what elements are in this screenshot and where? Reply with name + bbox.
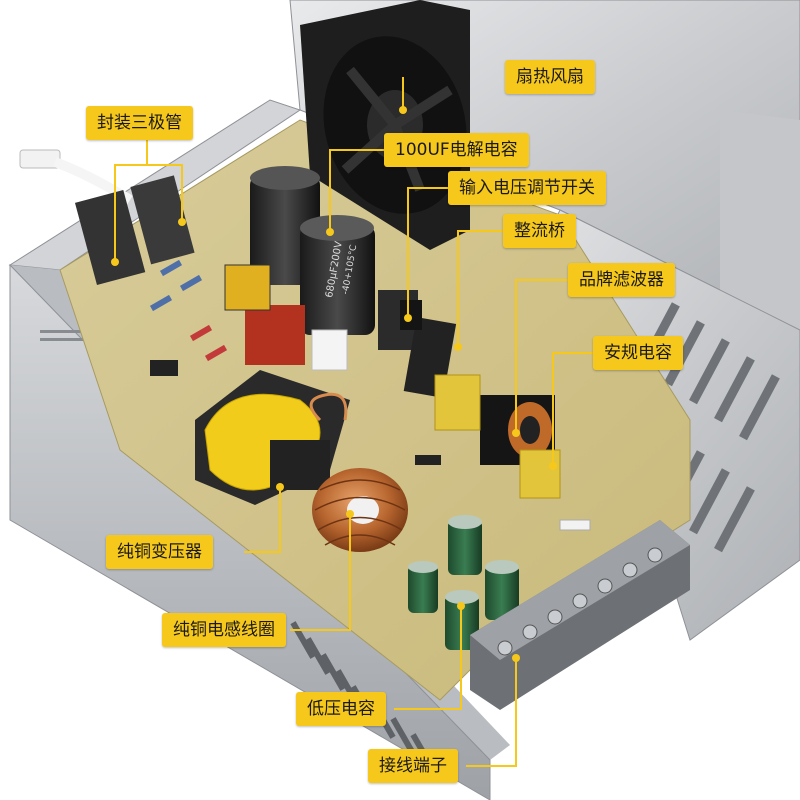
label-brand-filter: 品牌滤波器 <box>568 263 675 297</box>
terminal-block-photo <box>470 520 690 710</box>
label-transistor: 封装三极管 <box>86 106 193 140</box>
emi-filter <box>434 374 561 499</box>
label-fan: 扇热风扇 <box>505 60 595 94</box>
toroid-inductor <box>309 392 408 552</box>
wire-connector <box>19 149 133 205</box>
label-copper-inductor: 纯铜电感线圈 <box>162 613 286 647</box>
label-voltage-switch: 输入电压调节开关 <box>448 171 606 205</box>
small-components <box>149 259 591 531</box>
main-transformer <box>195 370 350 505</box>
label-rectifier-bridge: 整流桥 <box>503 214 576 248</box>
red-film-capacitor <box>245 305 305 365</box>
label-safety-capacitor: 安规电容 <box>593 336 683 370</box>
callout-dots <box>111 106 557 662</box>
transistor-brackets <box>74 175 195 286</box>
white-resistor-block <box>311 329 348 371</box>
small-transformer <box>224 264 271 311</box>
label-terminal-block: 接线端子 <box>368 749 458 783</box>
label-electrolytic-capacitor: 100UF电解电容 <box>384 133 529 167</box>
callout-lines <box>114 77 593 767</box>
label-copper-transformer: 纯铜变压器 <box>106 535 213 569</box>
label-low-voltage-capacitor: 低压电容 <box>296 692 386 726</box>
large-capacitors: 680μF200V -40+105°C <box>250 166 375 335</box>
